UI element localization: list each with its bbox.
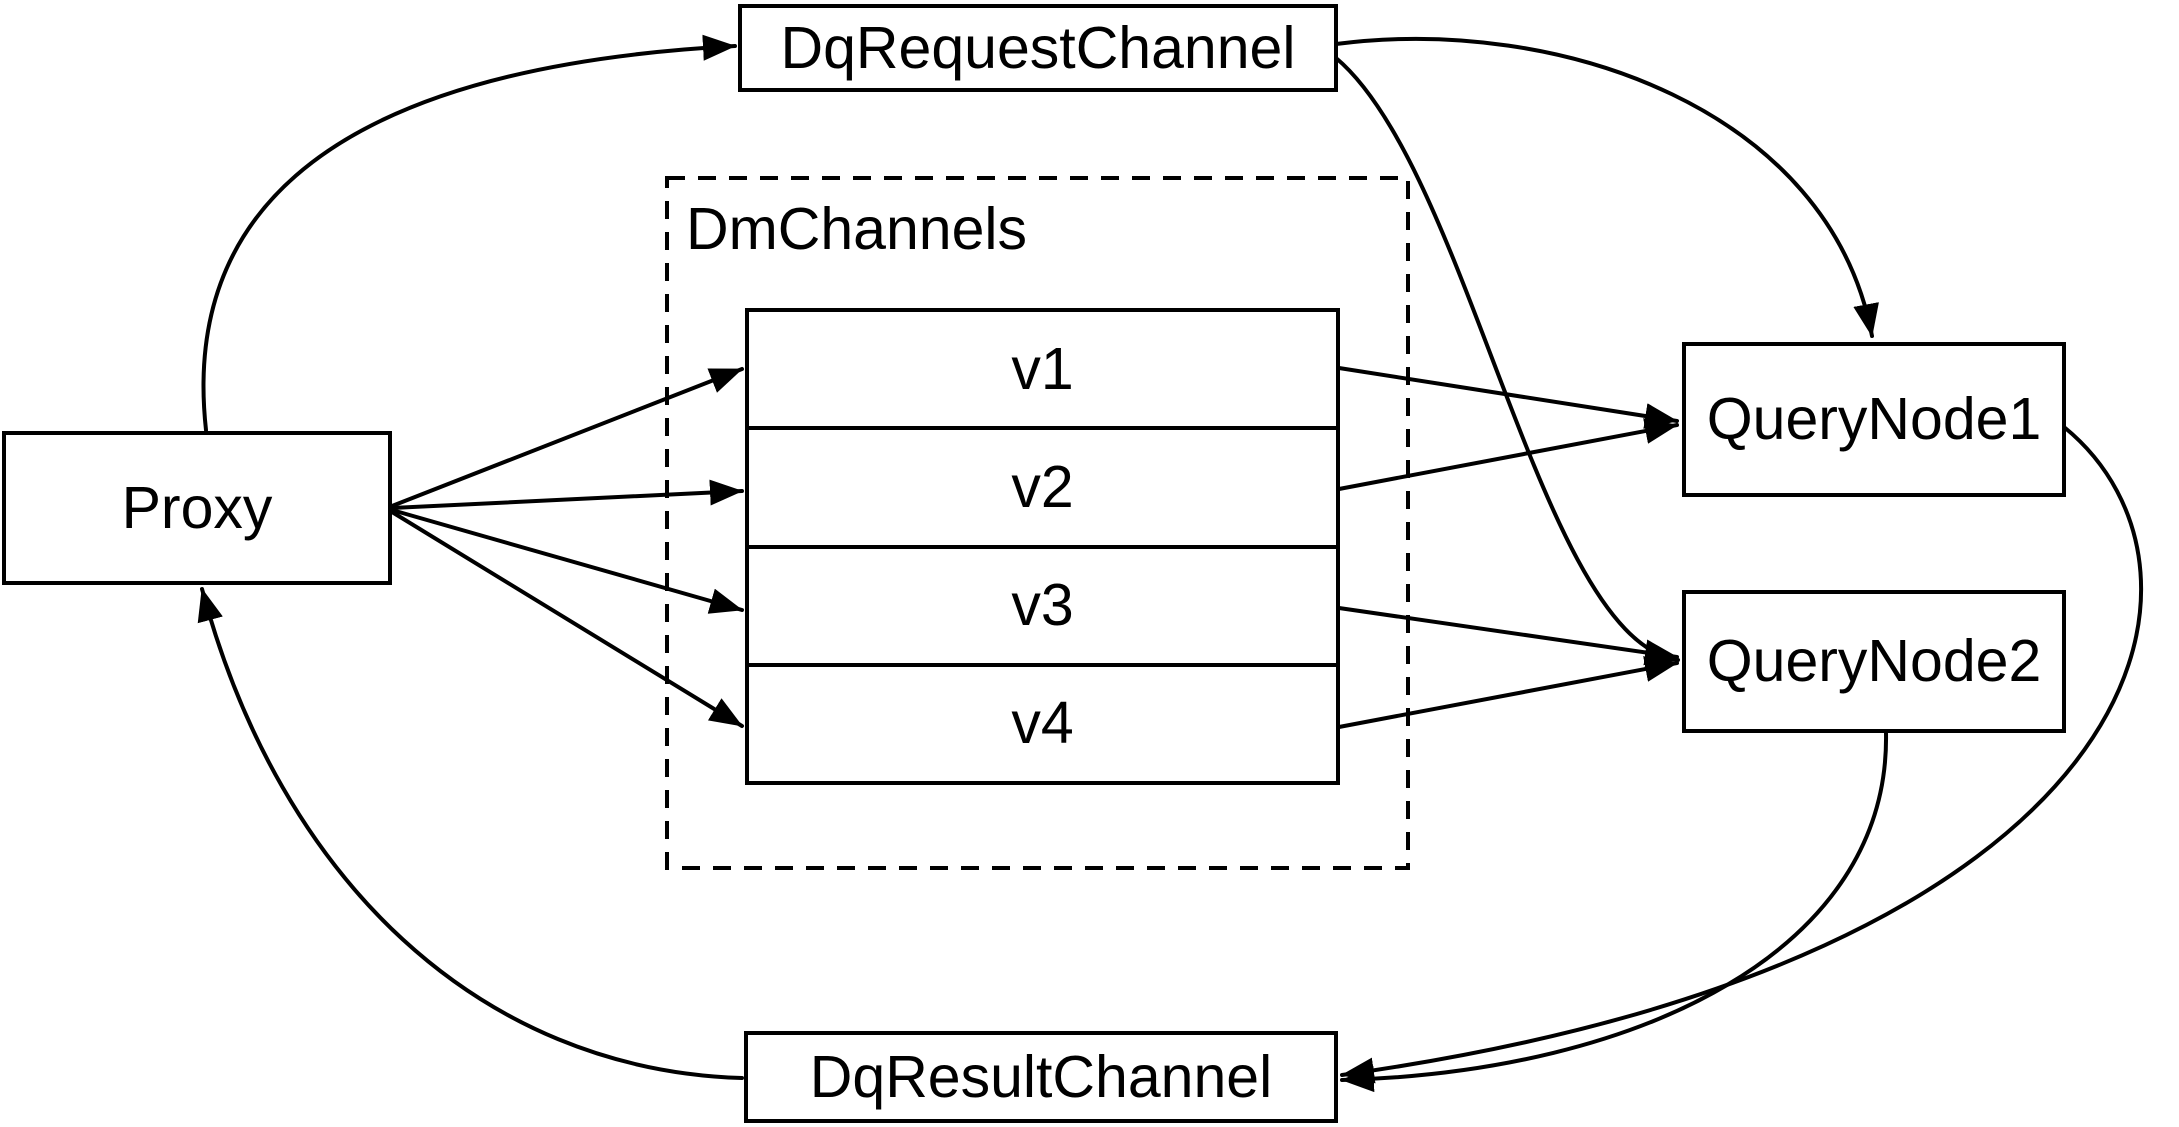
node-vchannel-v4-label: v4 xyxy=(1011,690,1074,757)
node-dq-request-channel: DqRequestChannel xyxy=(738,4,1338,92)
dm-channels-vchannel-stack: v1 v2 v3 v4 xyxy=(745,308,1340,785)
edge-proxy-to-v4 xyxy=(390,510,744,728)
edge-proxy-to-v1 xyxy=(390,367,744,508)
node-vchannel-v3: v3 xyxy=(749,544,1336,663)
edge-query-node-1-to-dq-result-channel xyxy=(1340,425,2144,1084)
node-vchannel-v1: v1 xyxy=(749,312,1336,426)
dm-channels-group-frame xyxy=(665,176,1410,870)
node-vchannel-v1-label: v1 xyxy=(1011,335,1074,402)
node-dq-request-channel-label: DqRequestChannel xyxy=(780,14,1296,81)
edge-v1-to-query-node-1 xyxy=(1337,366,1679,429)
node-dq-result-channel: DqResultChannel xyxy=(744,1031,1338,1123)
edge-proxy-to-v3 xyxy=(390,508,744,614)
edge-dq-request-channel-to-query-node-1 xyxy=(1334,36,1879,338)
edge-proxy-to-v2 xyxy=(390,479,744,510)
edge-query-node-2-to-dq-result-channel xyxy=(1340,731,1889,1093)
node-vchannel-v3-label: v3 xyxy=(1011,572,1074,639)
edge-proxy-to-dq-request-channel xyxy=(201,34,737,432)
node-query-node-2-label: QueryNode2 xyxy=(1706,628,2042,694)
node-proxy: Proxy xyxy=(2,431,392,585)
node-vchannel-v4: v4 xyxy=(749,662,1336,781)
dm-channels-group-label: DmChannels xyxy=(686,196,1028,262)
node-vchannel-v2: v2 xyxy=(749,426,1336,544)
node-query-node-1-label: QueryNode1 xyxy=(1706,386,2042,452)
edge-dq-result-channel-to-proxy xyxy=(197,587,744,1080)
node-query-node-1: QueryNode1 xyxy=(1682,342,2066,497)
edge-v4-to-query-node-2 xyxy=(1337,656,1679,729)
node-query-node-2: QueryNode2 xyxy=(1682,590,2066,733)
node-dq-result-channel-label: DqResultChannel xyxy=(809,1043,1273,1110)
edge-v2-to-query-node-1 xyxy=(1337,418,1679,491)
edge-v3-to-query-node-2 xyxy=(1337,606,1679,666)
node-proxy-label: Proxy xyxy=(121,474,273,541)
edge-dq-request-channel-to-query-node-2 xyxy=(1334,56,1680,669)
node-vchannel-v2-label: v2 xyxy=(1011,453,1074,520)
